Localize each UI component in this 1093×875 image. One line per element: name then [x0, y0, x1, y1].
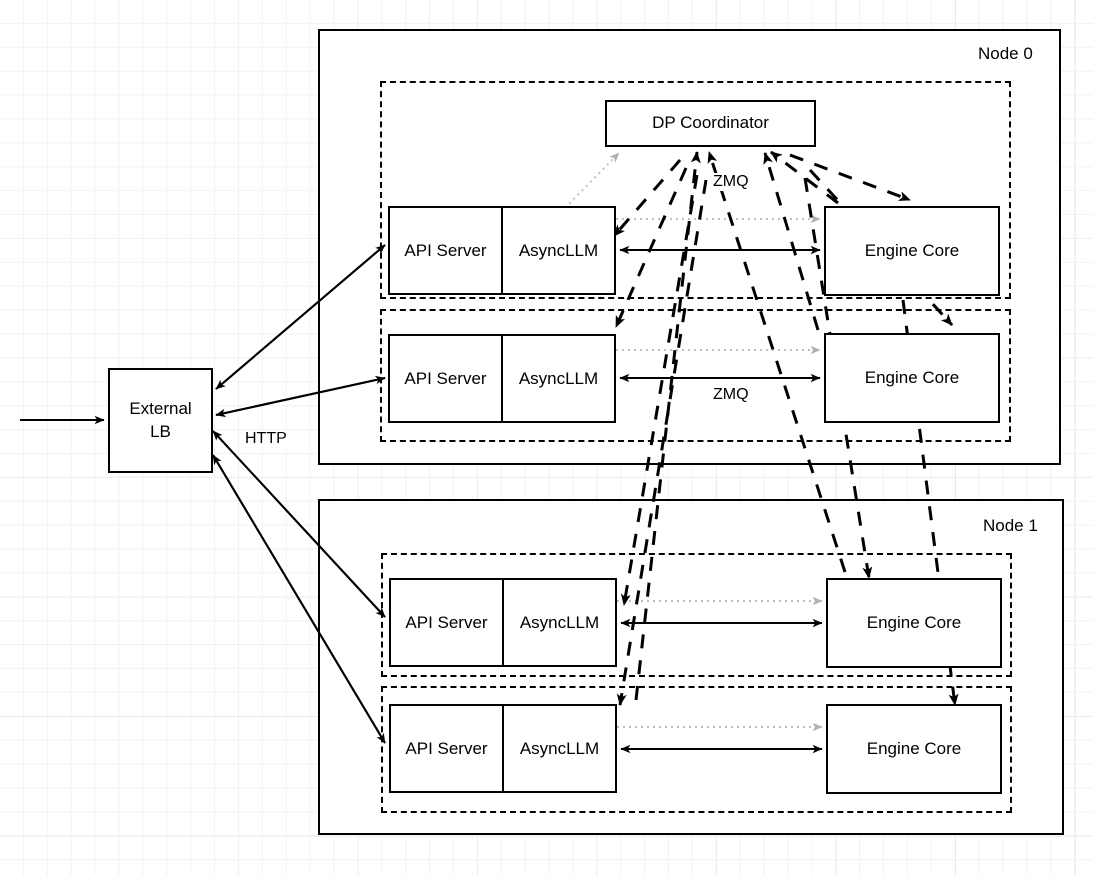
node-0-group-0-engine-core[interactable]: Engine Core [824, 206, 1000, 296]
node-0-group-1-api-async[interactable]: API Server AsyncLLM [388, 334, 616, 423]
node-0-group-0-api-async[interactable]: API Server AsyncLLM [388, 206, 616, 295]
node-0-group-0-zmq-label: ZMQ [711, 173, 751, 191]
external-lb-label-line1: External [129, 399, 192, 419]
async-llm-cell[interactable]: AsyncLLM [519, 612, 600, 632]
node-0-group-1-zmq-label: ZMQ [711, 386, 751, 404]
node-1-group-0-engine-core[interactable]: Engine Core [826, 578, 1002, 668]
async-llm-cell[interactable]: AsyncLLM [518, 240, 599, 260]
async-llm-cell[interactable]: AsyncLLM [519, 738, 600, 758]
node-1-group-1-engine-core[interactable]: Engine Core [826, 704, 1002, 794]
async-llm-cell[interactable]: AsyncLLM [518, 368, 599, 388]
external-lb-label-line2: LB [150, 421, 171, 441]
external-lb-box[interactable]: External LB [108, 368, 213, 473]
api-server-cell[interactable]: API Server [390, 208, 503, 293]
api-server-cell[interactable]: API Server [391, 706, 504, 791]
api-server-cell[interactable]: API Server [391, 580, 504, 665]
node-1-label: Node 1 [983, 516, 1038, 535]
http-label: HTTP [243, 430, 289, 448]
node-0-label: Node 0 [978, 44, 1033, 63]
node-0-group-1-engine-core[interactable]: Engine Core [824, 333, 1000, 423]
node-1-group-1-api-async[interactable]: API Server AsyncLLM [389, 704, 617, 793]
external-lb-label: External LB [129, 399, 191, 442]
api-server-cell[interactable]: API Server [390, 336, 503, 421]
node-1-group-0-api-async[interactable]: API Server AsyncLLM [389, 578, 617, 667]
dp-coordinator-box[interactable]: DP Coordinator [605, 100, 816, 147]
